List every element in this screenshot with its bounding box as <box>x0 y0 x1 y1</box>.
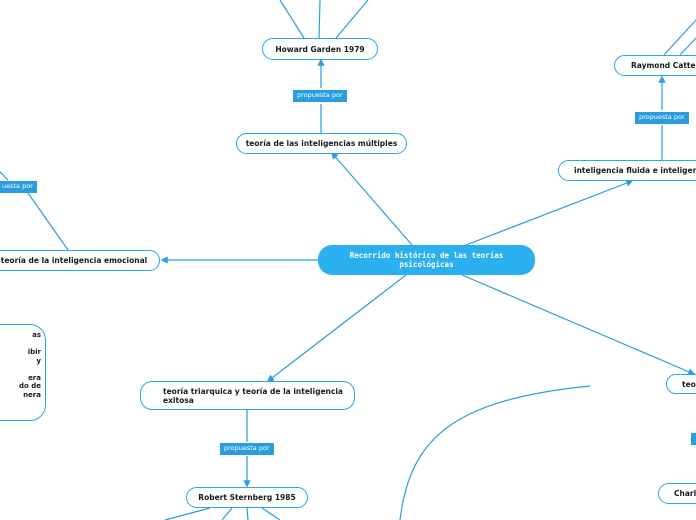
node-inteligencias-multiples[interactable]: teoría de las inteligencias múltiples <box>236 133 407 154</box>
node-teoria-triarquica[interactable]: teoría triarquica y teoría de la intelig… <box>140 381 355 410</box>
connector-line <box>461 274 696 376</box>
note-line: nera <box>23 390 41 399</box>
relation-tag-raymond[interactable]: propuesta por <box>635 112 689 124</box>
relation-tag-sternberg[interactable]: propuesta por <box>220 443 274 455</box>
node-label: Charl <box>674 489 696 498</box>
node-howard-garden[interactable]: Howard Garden 1979 <box>262 38 378 60</box>
note-line <box>0 365 41 374</box>
node-label-line1: teoría triarquica y teoría de la intelig… <box>163 386 343 396</box>
connector-line <box>679 37 696 56</box>
node-label: Raymond Cattell <box>631 61 696 70</box>
node-label: inteligencia fluida e inteligencia <box>574 166 696 175</box>
node-robert-sternberg[interactable]: Robert Sternberg 1985 <box>186 487 308 508</box>
connector-curve <box>399 385 591 520</box>
node-label: teoría de la inteligencia emocional <box>0 256 148 265</box>
note-line: as <box>32 331 41 339</box>
connector-line <box>318 0 321 39</box>
connector-line <box>465 179 634 246</box>
connector-line <box>266 274 407 382</box>
node-teor[interactable]: teor <box>666 374 696 394</box>
central-topic-line1: Recorrido histórico de las teorías <box>349 250 504 260</box>
node-label: Howard Garden 1979 <box>275 44 365 54</box>
connector-line <box>331 151 413 246</box>
connector-line <box>246 507 249 520</box>
relation-tag-label: propuesta por <box>224 444 270 452</box>
note-line: y <box>36 356 41 365</box>
note-line: do de <box>18 382 41 390</box>
relation-tag-emocional[interactable]: uesta por <box>0 181 37 193</box>
connector-line <box>0 171 9 181</box>
note-box[interactable]: as ibir y era do de nera <box>0 324 46 421</box>
relation-tag-howard[interactable]: propuesta por <box>293 90 347 102</box>
note-line: ibir <box>27 348 41 356</box>
note-line <box>0 340 41 349</box>
note-line: era <box>28 373 41 382</box>
node-raymond-cattell[interactable]: Raymond Cattell <box>614 55 696 76</box>
node-label: teoría de las inteligencias múltiples <box>245 139 398 148</box>
relation-tag-label: propuesta por <box>639 113 685 121</box>
connector-line <box>164 507 211 520</box>
node-label: teor <box>682 379 696 389</box>
central-topic-line2: psicológicas <box>399 260 454 269</box>
connector-line <box>663 19 696 56</box>
node-charl[interactable]: Charl <box>658 483 696 504</box>
central-topic[interactable]: Recorrido histórico de las teorías psico… <box>318 245 535 275</box>
connector-line <box>279 0 305 39</box>
relation-tag-fragment[interactable] <box>691 433 696 445</box>
node-inteligencia-fluida[interactable]: inteligencia fluida e inteligencia <box>558 160 696 181</box>
connector-line <box>335 0 369 39</box>
relation-tag-label: propuesta por <box>297 91 343 99</box>
connector-line <box>27 192 69 251</box>
node-inteligencia-emocional[interactable]: teoría de la inteligencia emocional <box>0 250 160 271</box>
node-label-line2: exitosa <box>163 395 194 405</box>
connector-line <box>221 507 233 520</box>
connector-line <box>261 507 281 520</box>
node-label: Robert Sternberg 1985 <box>198 493 296 502</box>
relation-tag-label: uesta por <box>2 182 33 190</box>
